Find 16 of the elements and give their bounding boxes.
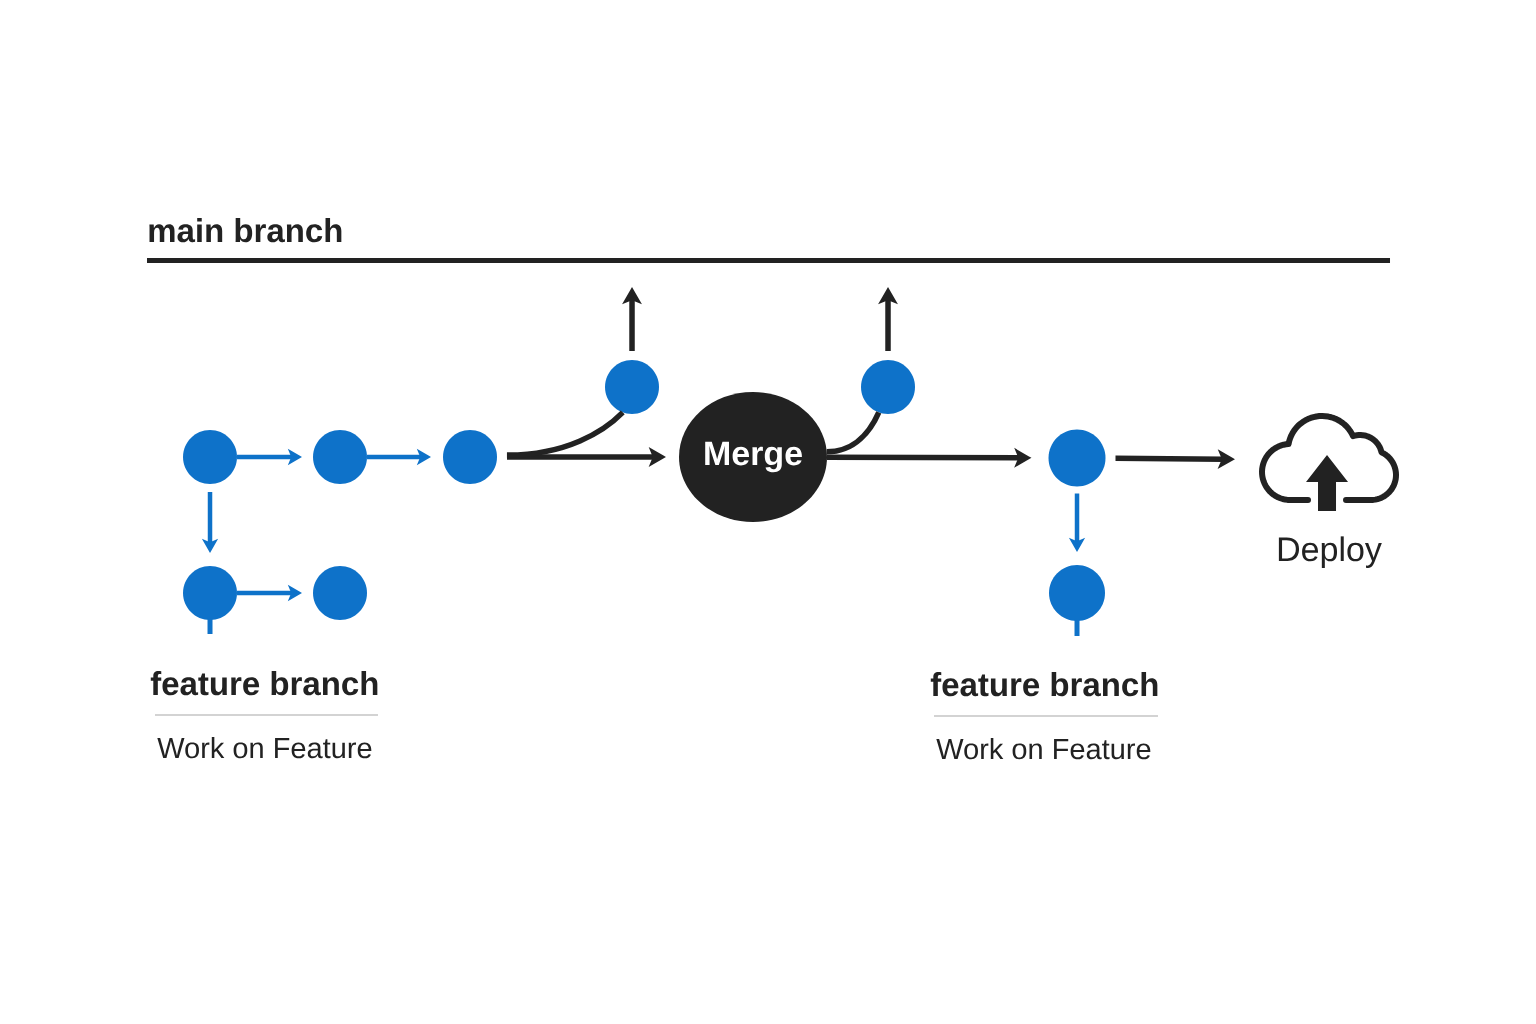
commit-dot	[1048, 429, 1106, 487]
commit-dot	[313, 430, 367, 484]
commit-dot	[861, 360, 915, 414]
branch-title: main branch	[149, 218, 342, 243]
branch-note: Work on Feature	[936, 738, 1151, 760]
node-caption: Deploy	[1278, 536, 1382, 569]
branch-heading: feature branch	[150, 671, 378, 696]
ellipse-node: Merge	[679, 392, 827, 522]
commit-dot	[183, 430, 237, 484]
commit-dot	[605, 360, 659, 414]
branch-note: Work on Feature	[157, 737, 372, 759]
commit-dot	[183, 566, 237, 620]
commit-dot	[1049, 565, 1105, 621]
branch-heading: feature branch	[930, 672, 1158, 697]
commit-dot	[443, 430, 497, 484]
commit-dot	[313, 566, 367, 620]
